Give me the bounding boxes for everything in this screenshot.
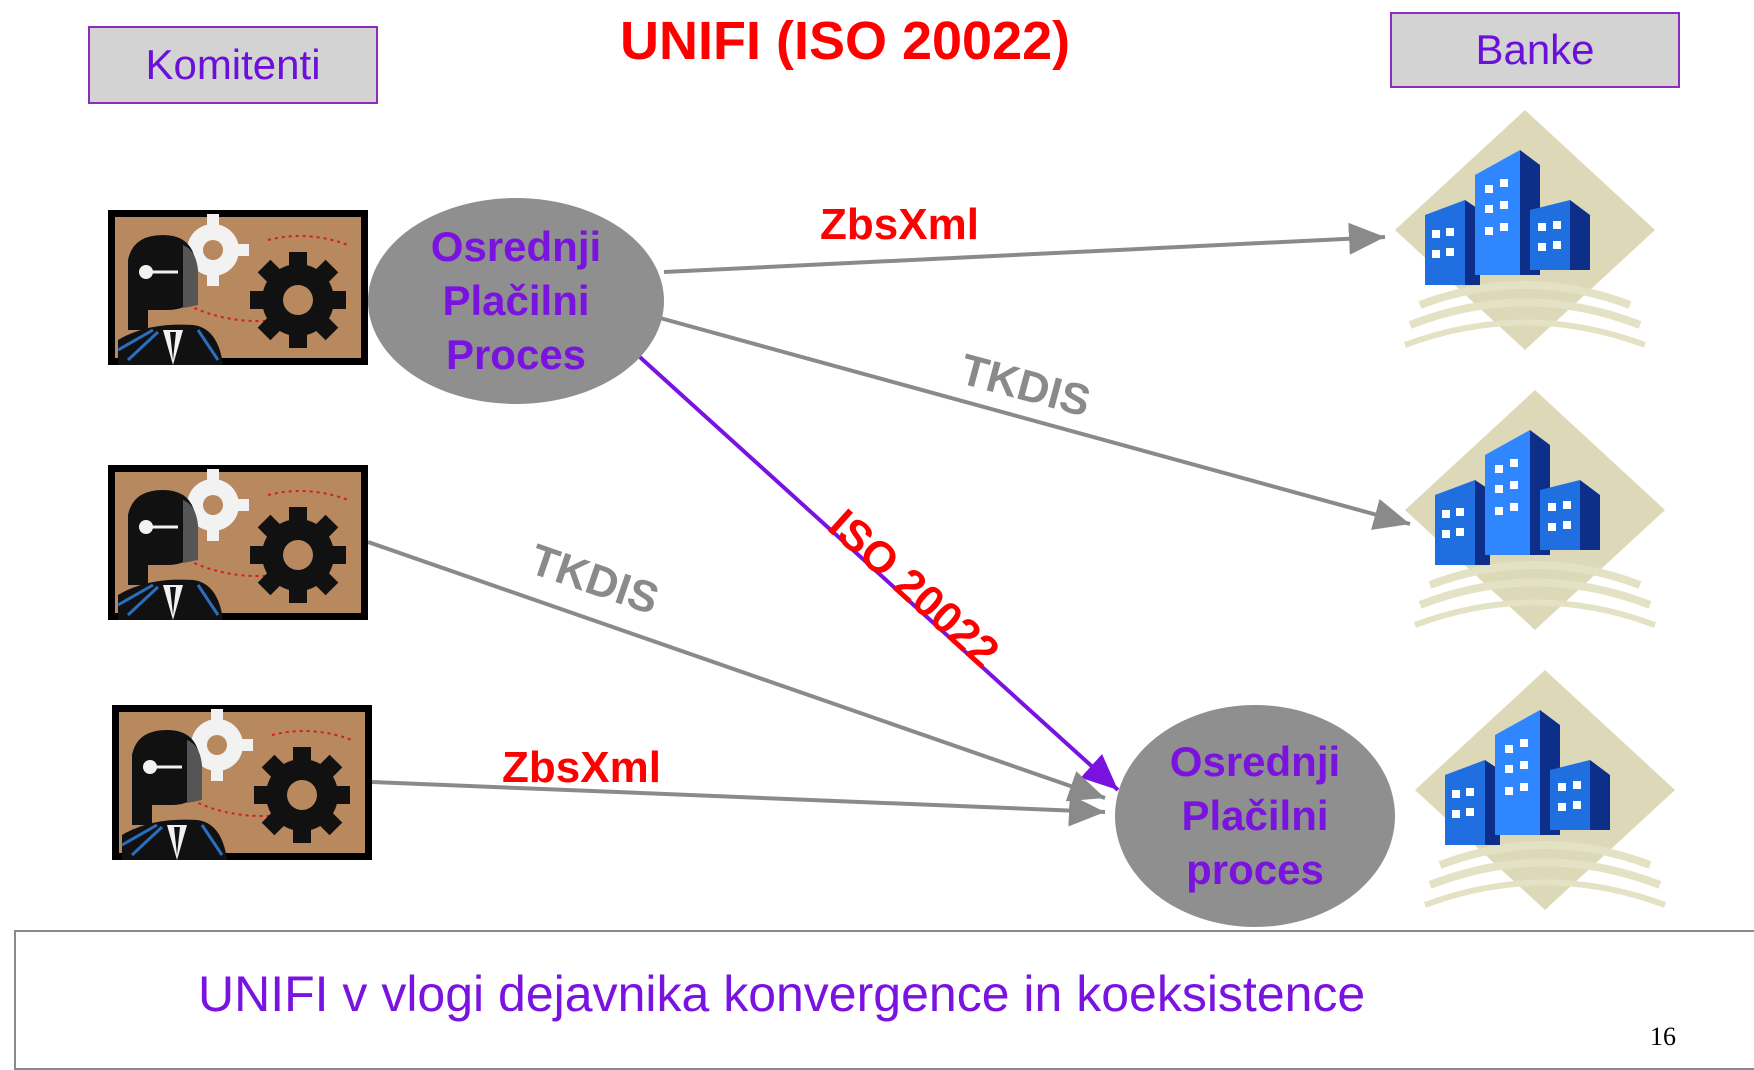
bank-icon-1 <box>1395 110 1655 350</box>
komitenti-header: Komitenti <box>88 26 378 104</box>
client-icon-1 <box>108 210 368 365</box>
node-bottom-line-2: Plačilni <box>1181 792 1329 840</box>
node-bottom-line-1: Osrednji <box>1169 738 1341 786</box>
central-process-node-bottom: Osrednji Plačilni proces <box>1115 705 1395 927</box>
banke-label: Banke <box>1475 26 1595 73</box>
arrow-iso-20022 <box>630 348 1120 792</box>
arrow-tkdis-mid <box>367 540 1106 802</box>
footer-caption: UNIFI v vlogi dejavnika konvergence in k… <box>198 966 1366 1022</box>
connections-layer <box>367 222 1411 827</box>
node-top-line-1: Osrednji <box>430 223 602 271</box>
node-bottom-line-3: proces <box>1186 845 1324 893</box>
label-zbsxml-top: ZbsXml <box>820 200 979 249</box>
arrow-tkdis-top <box>659 316 1411 530</box>
page-number: 16 <box>1650 1022 1676 1051</box>
banke-header: Banke <box>1390 12 1680 88</box>
client-icon-2 <box>108 465 368 620</box>
bank-icon-3 <box>1415 670 1675 910</box>
node-top-line-3: Proces <box>445 330 587 378</box>
arrow-zbsxml-top <box>663 222 1386 274</box>
label-zbsxml-bottom: ZbsXml <box>502 743 661 792</box>
bank-icon-2 <box>1405 390 1665 630</box>
central-process-node-top: Osrednji Plačilni Proces <box>368 198 664 404</box>
client-icon-3 <box>112 705 372 860</box>
diagram-title: UNIFI (ISO 20022) <box>620 11 1071 71</box>
komitenti-label: Komitenti <box>145 41 321 88</box>
node-top-line-2: Plačilni <box>442 277 590 325</box>
arrow-zbsxml-bottom <box>371 780 1106 827</box>
